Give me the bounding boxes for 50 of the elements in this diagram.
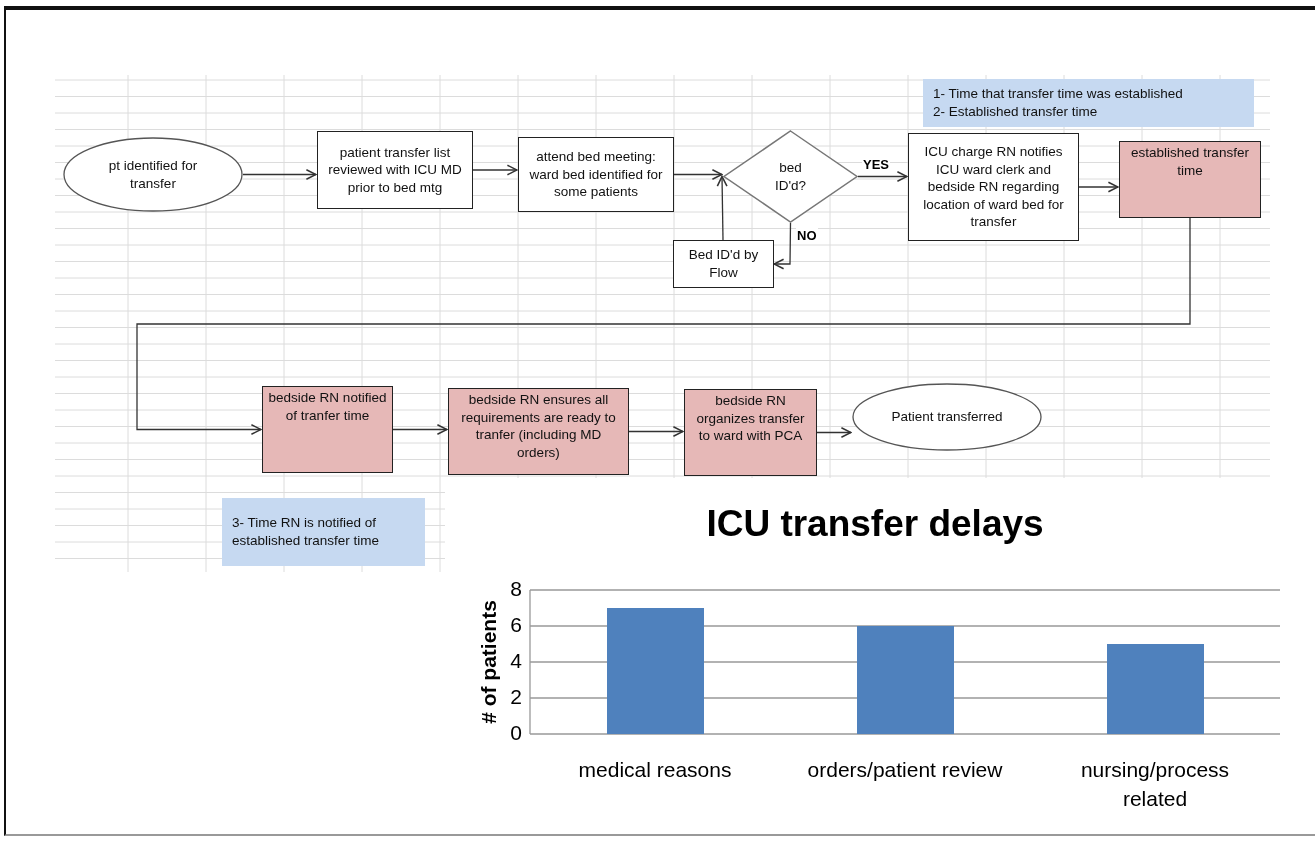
terminal-ellipse <box>63 137 243 212</box>
tick-label: 4 <box>509 649 522 673</box>
node-text: bed ID'd? <box>773 158 808 195</box>
node-text: attend bed meeting: ward bed identified for some patients <box>528 148 664 201</box>
tick-label: 2 <box>509 685 522 709</box>
node-text: 2- Established transfer time <box>933 103 1098 121</box>
arrow <box>628 425 684 438</box>
node-text: bedside RN ensures all requirements are ready to tranfer (including MD orders) <box>460 391 617 462</box>
terminal-ellipse <box>852 383 1042 451</box>
arrow <box>716 175 728 241</box>
process-box <box>684 389 817 476</box>
category-label: orders/patient review <box>806 757 1004 783</box>
process-box <box>262 386 393 473</box>
edge-label: YES <box>862 157 890 172</box>
arrow <box>392 423 448 436</box>
arrow <box>773 222 792 270</box>
tick-label: 0 <box>509 721 522 745</box>
process-box <box>518 137 674 212</box>
process-box <box>317 131 473 209</box>
note-box <box>923 79 1254 127</box>
process-box <box>1119 141 1261 218</box>
node-text: Patient transferred <box>891 408 1003 426</box>
category-label: medical reasons <box>577 757 733 783</box>
node-text: established transfer time <box>1130 144 1250 180</box>
node-text: bedside RN notified of tranfer time <box>267 389 388 425</box>
arrow <box>242 168 317 181</box>
tick-label: 8 <box>509 577 522 601</box>
arrow <box>136 217 1191 436</box>
arrow <box>673 168 723 181</box>
node-text: ICU charge RN notifies ICU ward clerk and bedside RN regarding location of ward bed for transfer <box>922 143 1065 231</box>
tick-label: 6 <box>509 613 522 637</box>
node-text: patient transfer list reviewed with ICU MD prior to bed mtg <box>327 143 463 197</box>
node-text: Bed ID'd by Flow <box>687 246 760 282</box>
node-text: 1- Time that transfer time was established <box>933 85 1183 103</box>
arrow <box>816 426 852 439</box>
process-box <box>448 388 629 475</box>
arrow <box>857 170 908 183</box>
process-box <box>908 133 1079 241</box>
axis-label: # of patients <box>477 599 501 726</box>
decision-diamond <box>723 130 858 223</box>
node-text: pt identified for transfer <box>107 156 199 193</box>
chart-title: ICU transfer delays <box>705 503 1045 545</box>
node-text: 3- Time RN is notified of established transfer time <box>232 514 381 550</box>
edge-label: NO <box>796 228 818 243</box>
note-box <box>222 498 425 566</box>
process-box <box>673 240 774 288</box>
node-text: bedside RN organizes transfer to ward with PCA <box>695 392 806 445</box>
arrow <box>472 164 518 176</box>
category-label: nursing/process related <box>1079 757 1231 813</box>
arrow <box>1078 181 1119 193</box>
